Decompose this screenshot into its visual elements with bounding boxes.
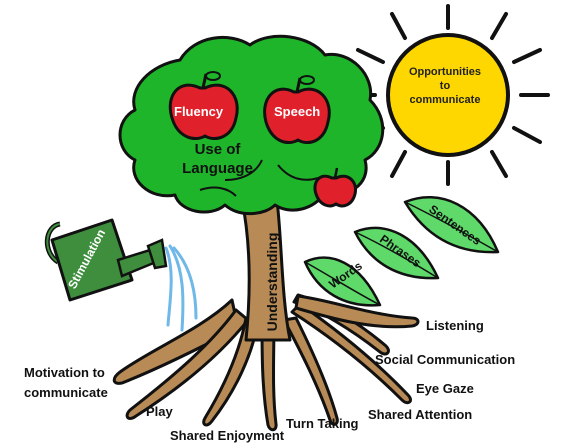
- root-eye-gaze-label: Eye Gaze: [416, 381, 474, 396]
- trunk-label: Understanding: [264, 232, 280, 332]
- apple-speech: [263, 75, 331, 145]
- roots: [112, 293, 420, 432]
- water-stream: [164, 244, 198, 332]
- apple-speech-label: Speech: [274, 104, 321, 119]
- watering-can-icon: [44, 218, 168, 302]
- sun-icon: [386, 33, 510, 157]
- sun-label: Opportunities to communicate: [408, 66, 482, 106]
- root-play-label: Play: [146, 404, 173, 419]
- root-social-communication-label: Social Communication: [375, 352, 516, 367]
- root-turn-taking-label: Turn Taking: [286, 416, 359, 431]
- apple-fluency: [168, 71, 239, 141]
- leaves: [303, 196, 500, 307]
- root-shared-attention-label: Shared Attention: [368, 407, 473, 422]
- root-listening-label: Listening: [426, 318, 484, 333]
- apple-small: [313, 167, 358, 208]
- canopy-label: Use of Language: [182, 141, 253, 177]
- root-shared-enjoyment-label: Shared Enjoyment: [170, 428, 285, 443]
- root-motivation-label: Motivation to communicate: [24, 365, 108, 400]
- apple-fluency-label: Fluency: [174, 104, 224, 119]
- canopy: [118, 34, 385, 216]
